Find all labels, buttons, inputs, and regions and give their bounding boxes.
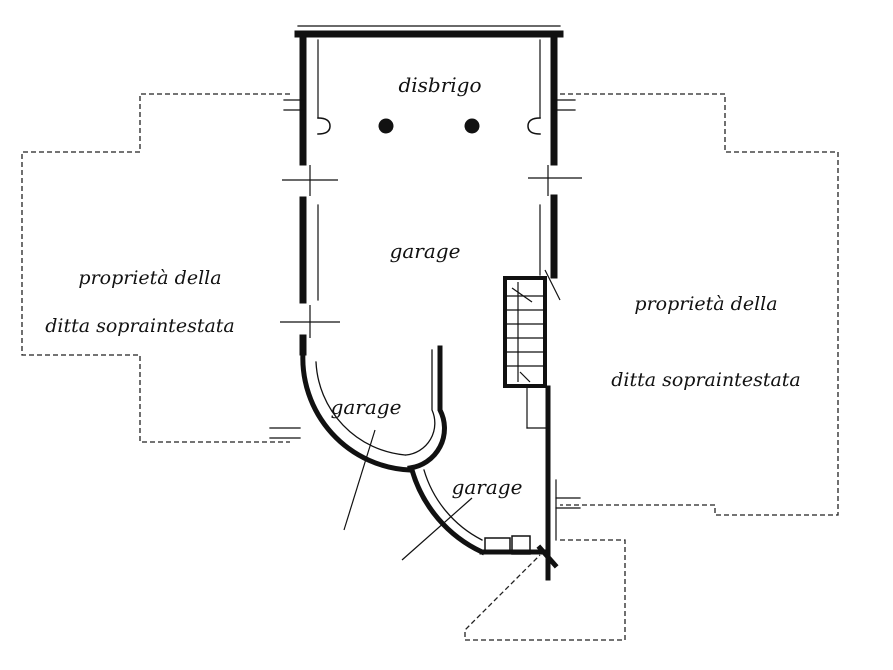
right-property-label-line1: proprietà della [634, 293, 777, 315]
left-property-label-line1: proprietà della [78, 267, 221, 289]
room-label-disbrigo: disbrigo [398, 73, 481, 97]
left-property-boundary [21, 93, 290, 443]
column-right [464, 118, 480, 134]
bottom-entrance-boundary [464, 539, 626, 641]
room-label-garage-round-right: garage [452, 475, 523, 499]
column-left [378, 118, 394, 134]
right-property-label-line2: ditta sopraintestata [611, 369, 801, 391]
staircase [503, 269, 561, 388]
left-property-label-line2: ditta sopraintestata [45, 315, 235, 337]
round-garage-left-walls [269, 345, 447, 531]
room-label-garage-main: garage [390, 239, 461, 263]
left-wall [280, 30, 340, 356]
right-wall [526, 30, 582, 543]
round-garage-right-walls [401, 466, 559, 581]
room-label-garage-round-left: garage [331, 395, 402, 419]
